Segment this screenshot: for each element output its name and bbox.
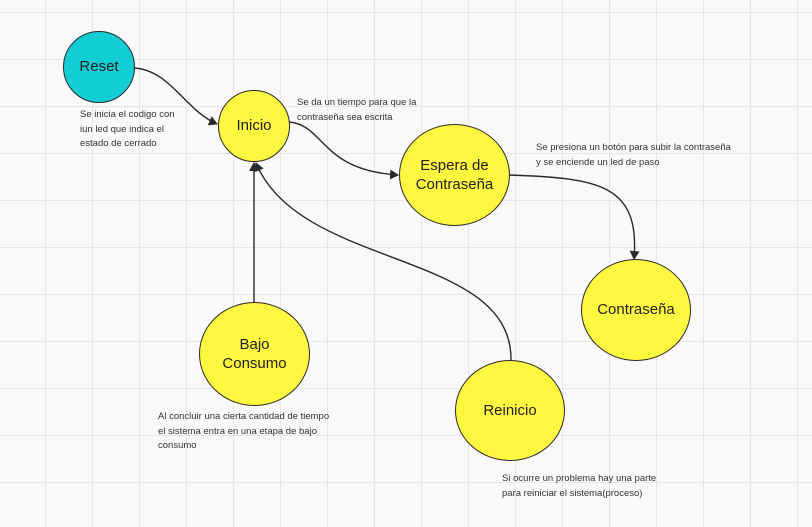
state-espera-label: Espera de Contraseña — [415, 156, 494, 194]
state-contrasena-label: Contraseña — [597, 301, 675, 319]
state-espera-de-contrasena[interactable]: Espera de Contraseña — [399, 124, 510, 226]
state-contrasena[interactable]: Contraseña — [581, 259, 691, 361]
state-bajo-consumo[interactable]: Bajo Consumo — [199, 302, 310, 406]
note-reset: Se inicia el codigo con iun led que indi… — [80, 109, 175, 150]
arrow-espera-to-contrasena — [508, 174, 640, 260]
state-inicio[interactable]: Inicio — [218, 90, 290, 162]
note-bajo-consumo: Al concluir una cierta cantidad de tiemp… — [158, 411, 330, 452]
state-reinicio[interactable]: Reinicio — [455, 360, 565, 461]
state-reinicio-label: Reinicio — [483, 401, 537, 419]
state-inicio-label: Inicio — [236, 117, 272, 135]
note-espera: Se presiona un botón para subir la contr… — [536, 142, 731, 168]
state-reset-label: Reset — [79, 58, 119, 76]
arrow-reinicio-to-inicio — [254, 162, 512, 361]
note-inicio: Se da un tiempo para que la contraseña s… — [297, 97, 417, 123]
arrow-inicio-to-espera — [288, 121, 399, 180]
state-reset[interactable]: Reset — [63, 31, 135, 103]
arrow-reset-to-inicio — [133, 67, 218, 126]
state-bajo-consumo-label: Bajo Consumo — [222, 335, 287, 373]
note-reinicio: Si ocurre un problema hay una parte para… — [502, 473, 657, 499]
